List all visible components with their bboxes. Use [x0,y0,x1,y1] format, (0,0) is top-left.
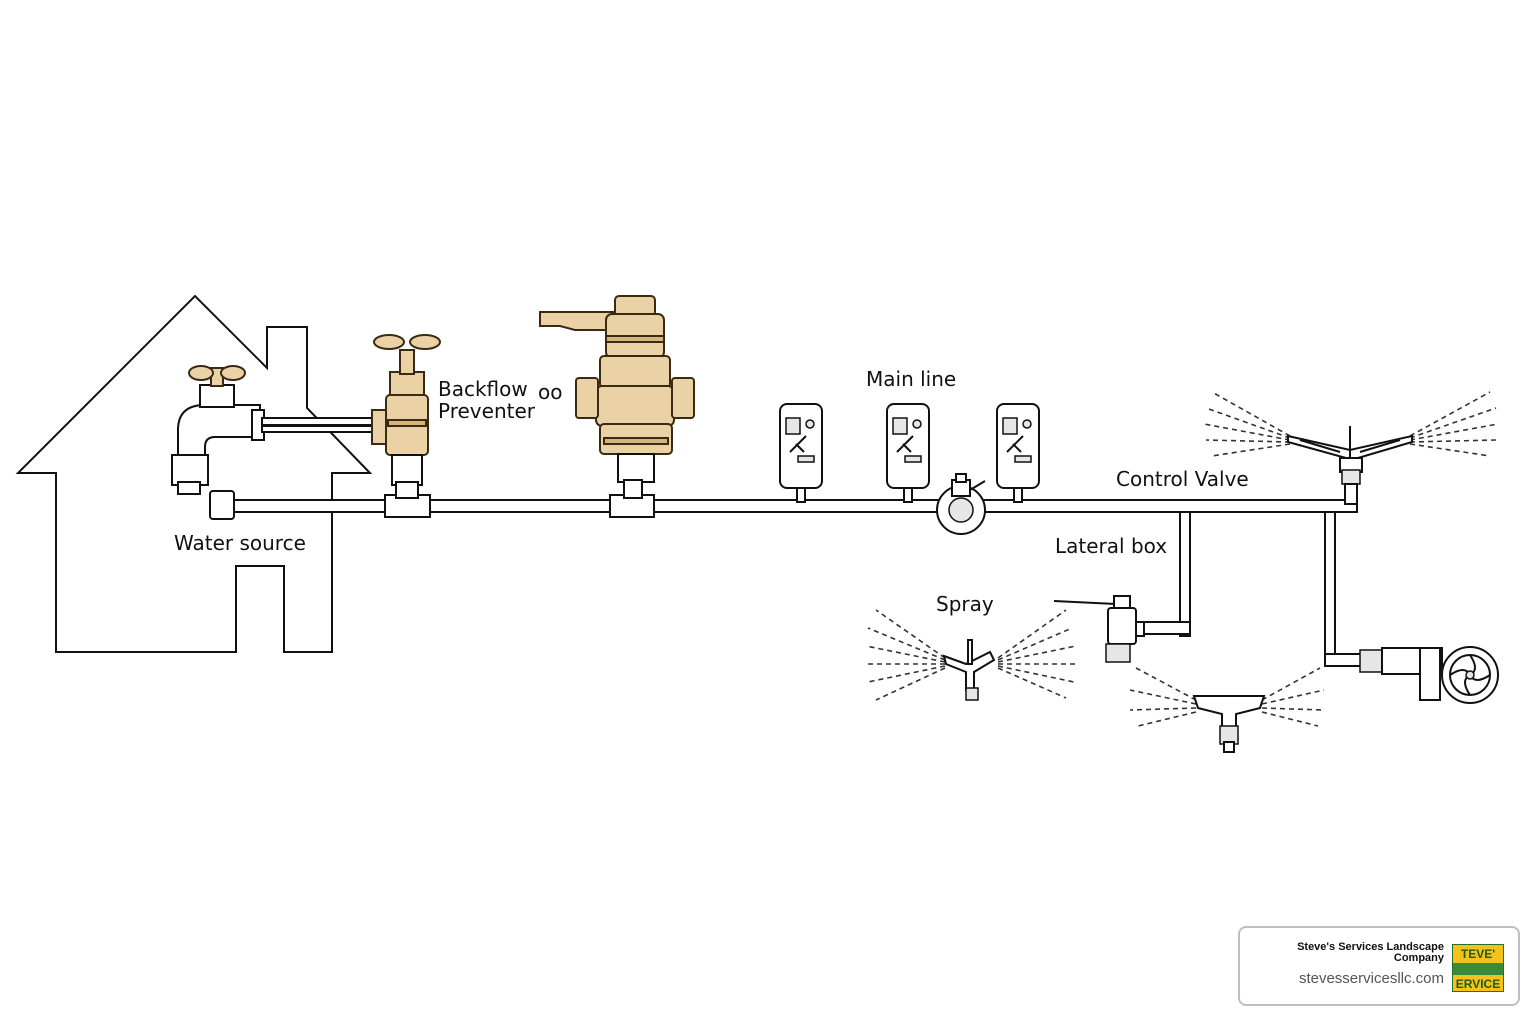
brand-url: stevesservicesllc.com [1298,970,1444,987]
brand-logo: TEVE' ERVICE [1452,944,1504,992]
backflow-mark: oo [538,380,562,404]
lateral-pipe [1139,511,1191,637]
pump-unit [1359,646,1499,704]
rotor-sprinkler [1203,391,1499,505]
backflow-label-line1: Backflow [438,377,528,401]
pipe-coupling [209,490,235,520]
spray-label: Spray [936,592,994,616]
control-valve-box-2 [886,403,930,503]
backflow-label-line2: Preventer [438,399,536,423]
inline-meter [936,473,986,535]
water-source-label: Water source [174,531,306,555]
control-valve-label: Control Valve [1116,467,1249,491]
backflow-valve [371,334,441,518]
brand-card: Steve's Services Landscape Company steve… [1238,926,1520,1006]
control-valve-box-3 [996,403,1040,503]
lateral-box-label: Lateral box [1055,534,1167,558]
spray-head-left [865,609,1078,701]
house-outline [15,294,373,653]
backflow-preventer-assembly [539,295,695,518]
control-valve-box-1 [779,403,823,503]
lateral-valve [1053,595,1145,663]
spray-head-middle [1129,667,1325,753]
brand-logo-text-top: TEVE' [1460,947,1496,961]
brand-logo-text-bottom: ERVICE [1455,977,1501,991]
water-source-faucet [171,365,375,495]
right-branch-pipe [1324,511,1366,667]
brand-company-name: Steve's Services Landscape Company [1297,941,1444,964]
brand-logo-band [1453,963,1503,975]
main-line-label: Main line [866,367,956,391]
